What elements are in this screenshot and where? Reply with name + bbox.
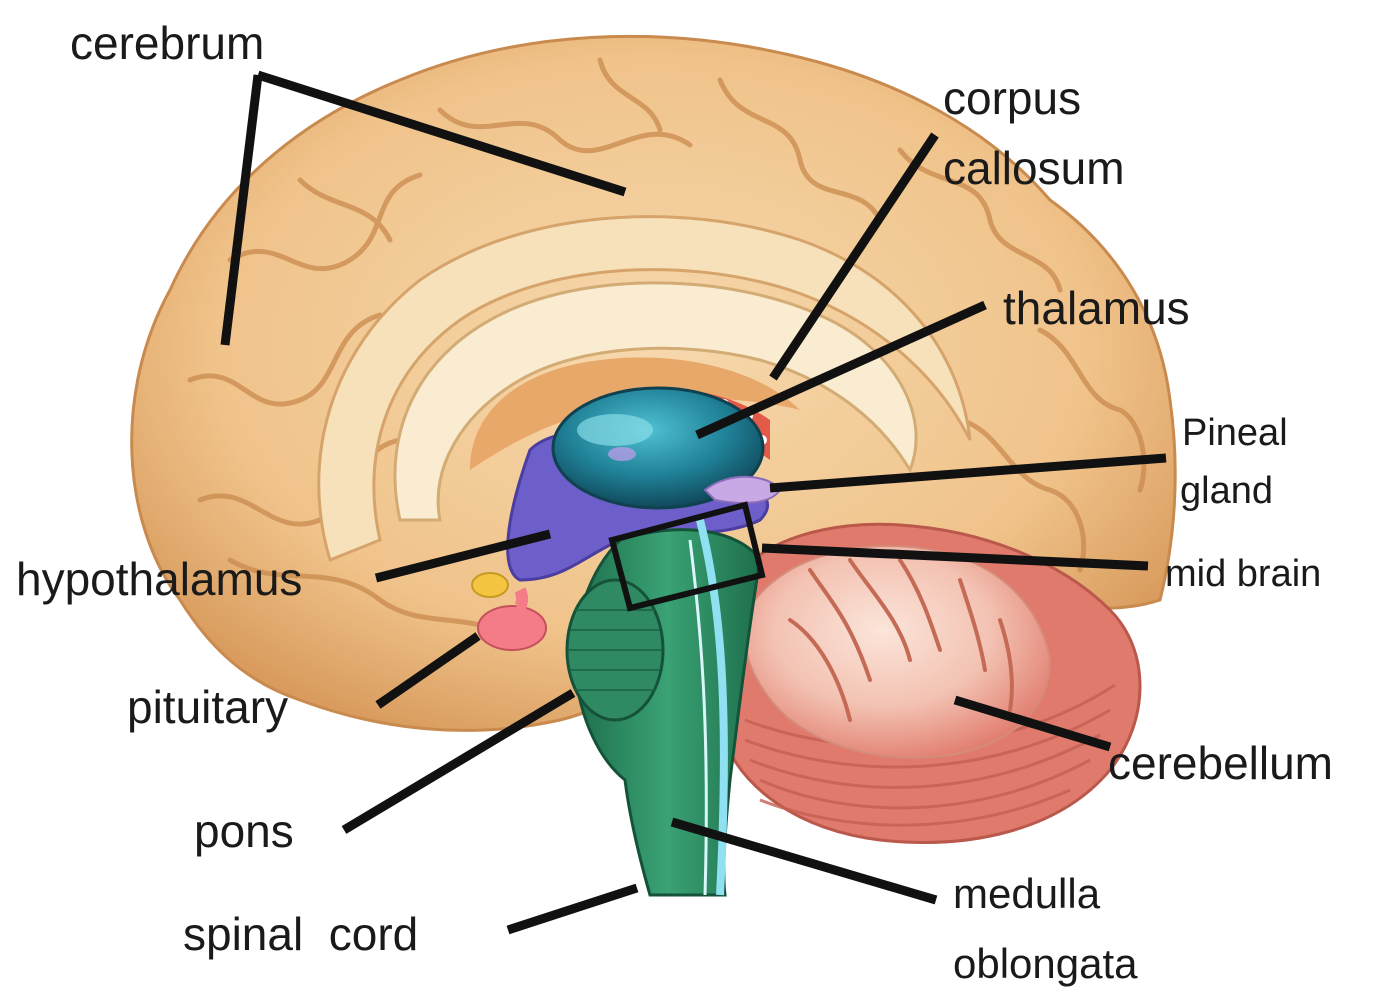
label-pineal-gland-line1: Pineal (1182, 414, 1288, 452)
label-thalamus: thalamus (1003, 285, 1190, 331)
pituitary-shape (478, 606, 546, 650)
label-hypothalamus: hypothalamus (16, 556, 302, 602)
label-medulla-oblongata-line2: oblongata (953, 943, 1138, 985)
label-pituitary: pituitary (127, 684, 288, 730)
label-pineal-gland-line2: gland (1180, 472, 1273, 510)
label-corpus-callosum-line1: corpus (943, 75, 1081, 121)
label-spinal-cord: spinal cord (183, 911, 418, 957)
label-cerebellum: cerebellum (1108, 740, 1333, 786)
label-pons: pons (194, 808, 294, 854)
leader-spinal-cord (508, 888, 637, 930)
label-corpus-callosum-line2: callosum (943, 145, 1125, 191)
label-cerebrum: cerebrum (70, 20, 264, 66)
label-medulla-oblongata-line1: medulla (953, 873, 1100, 915)
label-mid-brain: mid brain (1165, 555, 1321, 593)
